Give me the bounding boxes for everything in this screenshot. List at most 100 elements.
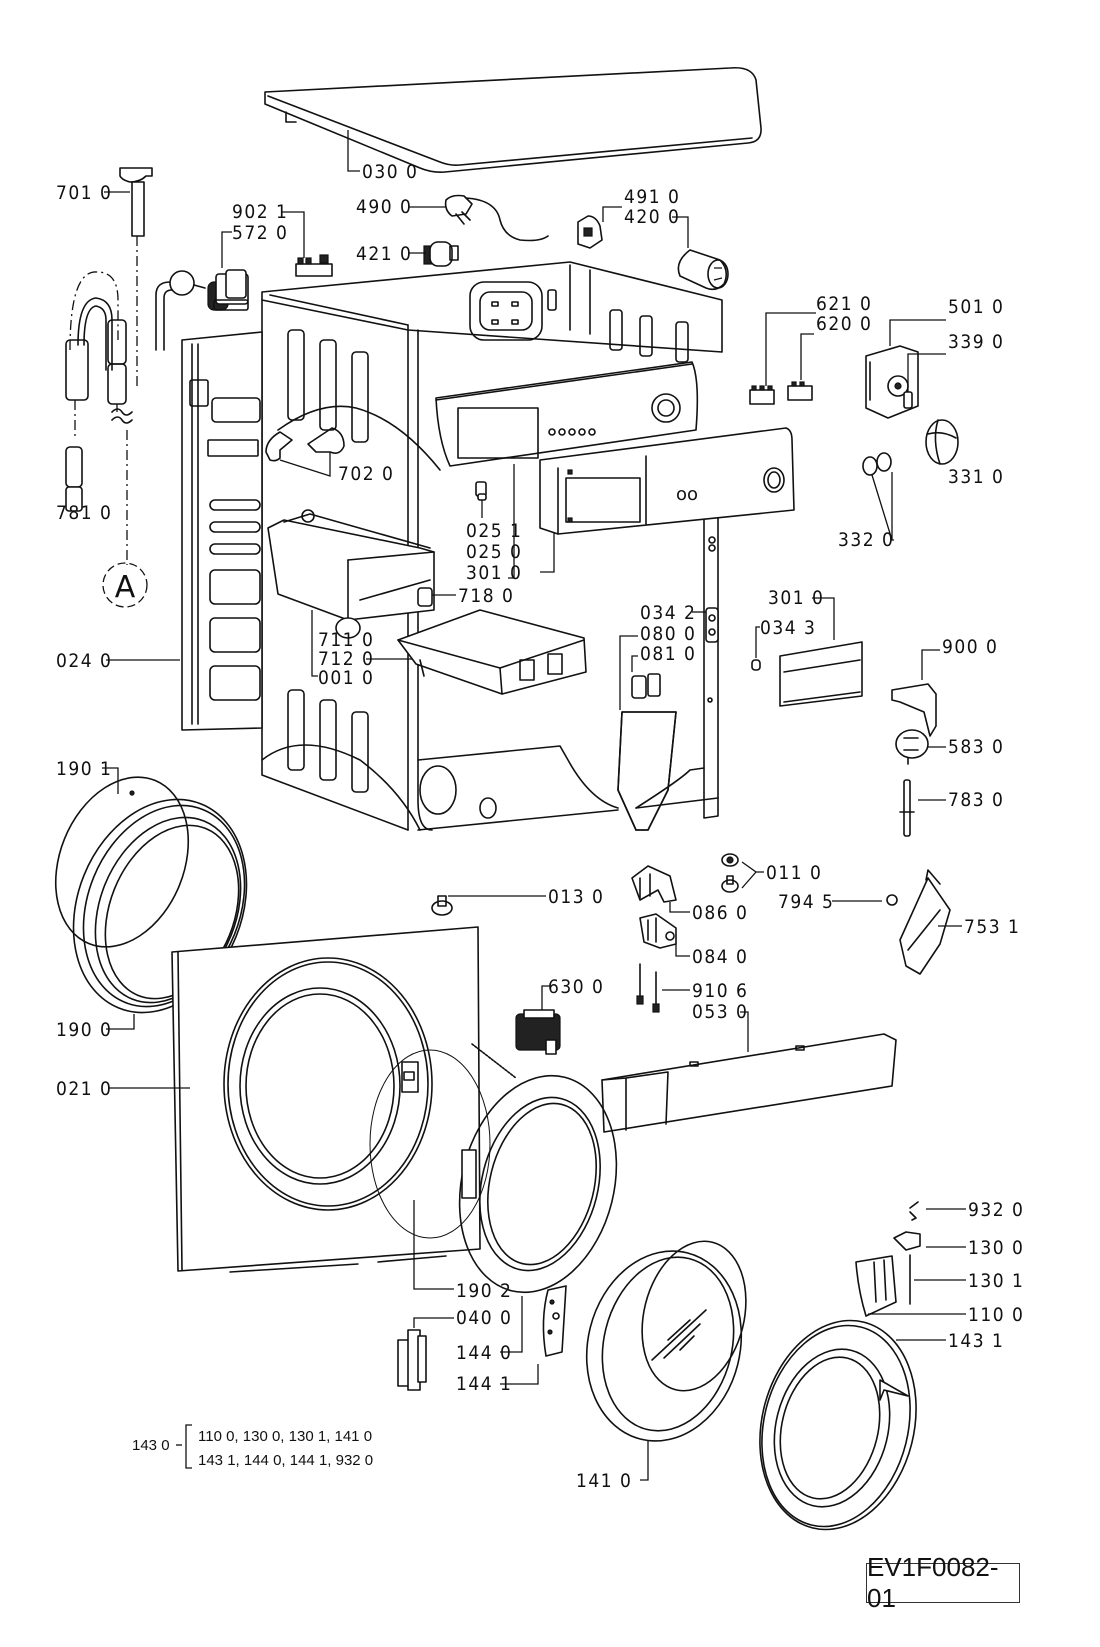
kit-components-line-1: 110 0, 130 0, 130 1, 141 0 <box>198 1428 372 1445</box>
reference-marker-a: A <box>102 562 148 608</box>
kick-plate-part <box>601 1033 897 1133</box>
label-339-0: 339 0 <box>948 331 1004 353</box>
screws-910-part <box>636 963 660 1013</box>
label-011-0: 011 0 <box>766 862 822 884</box>
door-glass-part <box>585 1240 747 1442</box>
pressure-switch-part <box>895 729 929 765</box>
svg-text:oo: oo <box>676 484 698 505</box>
handle-pin-part <box>893 1231 921 1251</box>
label-144-1: 144 1 <box>456 1373 512 1395</box>
label-086-0: 086 0 <box>692 902 748 924</box>
label-053-0: 053 0 <box>692 1001 748 1023</box>
control-panel-bracket-part <box>435 361 699 467</box>
kit-code: 143 0 <box>132 1437 170 1454</box>
label-141-0: 141 0 <box>576 1470 632 1492</box>
door-lock-bracket-part <box>631 673 661 699</box>
back-panel-part <box>181 331 263 731</box>
reference-marker-letter: A <box>115 570 136 605</box>
capacitor-part <box>677 249 729 291</box>
door-boot-seal-part <box>54 776 248 1014</box>
label-900-0: 900 0 <box>942 636 998 658</box>
bracket-034-2-part <box>705 607 719 643</box>
label-030-0: 030 0 <box>362 161 418 183</box>
seal-spring-part <box>369 1043 517 1239</box>
label-190-2: 190 2 <box>456 1280 512 1302</box>
label-143-1: 143 1 <box>948 1330 1004 1352</box>
handle-spring-part <box>909 1201 919 1221</box>
door-seal-loop-part <box>617 711 677 831</box>
door-inner-frame-part <box>458 1074 618 1294</box>
label-711-0: 711 0 <box>318 629 374 651</box>
label-621-0: 621 0 <box>816 293 872 315</box>
bracket-900-part <box>891 683 937 737</box>
fascia-panel-part <box>779 641 863 707</box>
terminal-block-part <box>295 254 333 277</box>
cord-connector-part <box>577 215 603 249</box>
door-handle-part <box>855 1255 897 1317</box>
label-781-0: 781 0 <box>56 502 112 524</box>
label-572-0: 572 0 <box>232 222 288 244</box>
hinge-plate-part <box>542 1285 567 1357</box>
label-491-0: 491 0 <box>624 186 680 208</box>
foot-011-part <box>721 853 739 893</box>
label-190-0: 190 0 <box>56 1019 112 1041</box>
label-130-1: 130 1 <box>968 1270 1024 1292</box>
hose-clamp-part <box>265 427 345 462</box>
label-013-0: 013 0 <box>548 886 604 908</box>
door-lock-753-part <box>899 869 951 975</box>
door-outer-frame-part <box>759 1319 917 1531</box>
label-332-0: 332 0 <box>838 529 894 551</box>
front-panel-part <box>171 926 481 1273</box>
label-144-0: 144 0 <box>456 1342 512 1364</box>
knob-insert-part <box>903 391 913 409</box>
label-034-3: 034 3 <box>760 617 816 639</box>
label-753-1: 753 1 <box>964 916 1020 938</box>
pin-034-3-part <box>751 659 761 671</box>
label-001-0: 001 0 <box>318 667 374 689</box>
door-kit-callout: 143 0 110 0, 130 0, 130 1, 141 0 143 1, … <box>132 1424 373 1469</box>
label-024-0: 024 0 <box>56 650 112 672</box>
suppressor-part <box>423 241 459 267</box>
kit-components-line-2: 143 1, 144 0, 144 1, 932 0 <box>198 1452 373 1469</box>
label-701-0: 701 0 <box>56 182 112 204</box>
label-932-0: 932 0 <box>968 1199 1024 1221</box>
label-902-1: 902 1 <box>232 201 288 223</box>
dispenser-housing-part <box>267 509 435 639</box>
switch-621-part <box>749 385 775 405</box>
inlet-hose-part <box>65 271 133 565</box>
solenoid-valve-part <box>207 269 249 311</box>
detergent-drawer-part <box>397 609 587 695</box>
document-id-box: EV1F0082-01 <box>866 1552 1020 1613</box>
label-301-0-right: 301 0 <box>768 587 824 609</box>
switch-620-part <box>787 381 813 401</box>
pressure-tube-part <box>899 779 915 837</box>
push-buttons-part <box>862 452 892 476</box>
clamp-086-part <box>631 865 677 903</box>
top-lid-part <box>264 66 762 173</box>
label-630-0: 630 0 <box>548 976 604 998</box>
elbow-pipe-part <box>155 270 206 351</box>
label-301-0-left: 301 0 <box>466 562 522 584</box>
label-130-0: 130 0 <box>968 1237 1024 1259</box>
label-490-0: 490 0 <box>356 196 412 218</box>
label-190-1: 190 1 <box>56 758 112 780</box>
label-794-5: 794 5 <box>778 891 834 913</box>
inlet-connector-part <box>119 167 153 390</box>
clip-part <box>475 481 487 501</box>
label-025-0: 025 0 <box>466 541 522 563</box>
clamp-084-part <box>639 913 677 949</box>
control-panel-fascia-part: oo <box>539 427 795 535</box>
label-034-2: 034 2 <box>640 602 696 624</box>
label-081-0: 081 0 <box>640 643 696 665</box>
label-783-0: 783 0 <box>948 789 1004 811</box>
label-331-0: 331 0 <box>948 466 1004 488</box>
label-040-0: 040 0 <box>456 1307 512 1329</box>
label-702-0: 702 0 <box>338 463 394 485</box>
programme-knob-part <box>925 419 959 465</box>
label-420-0: 420 0 <box>624 206 680 228</box>
label-718-0: 718 0 <box>458 585 514 607</box>
power-cord-part <box>444 194 549 242</box>
label-620-0: 620 0 <box>816 313 872 335</box>
door-interlock-630-part <box>515 1009 561 1055</box>
